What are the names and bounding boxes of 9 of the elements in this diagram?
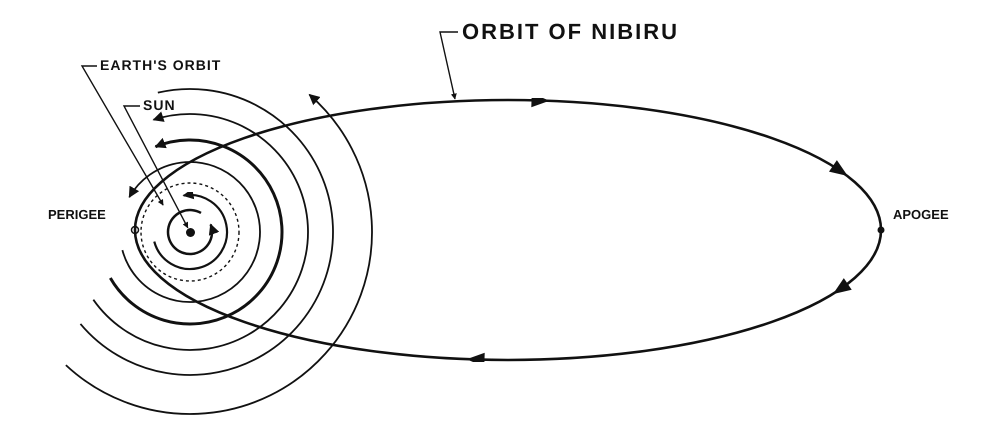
leader-line	[80, 65, 164, 206]
callout-label: ORBIT OF NIBIRU	[462, 21, 679, 43]
point-label: APOGEE	[893, 208, 949, 221]
callout-label: EARTH'S ORBIT	[100, 58, 222, 72]
leader-line	[122, 105, 188, 228]
point-label: PERIGEE	[48, 208, 106, 221]
sun-dot	[186, 228, 194, 236]
leader-line	[439, 31, 458, 100]
callout-label: SUN	[143, 98, 176, 112]
